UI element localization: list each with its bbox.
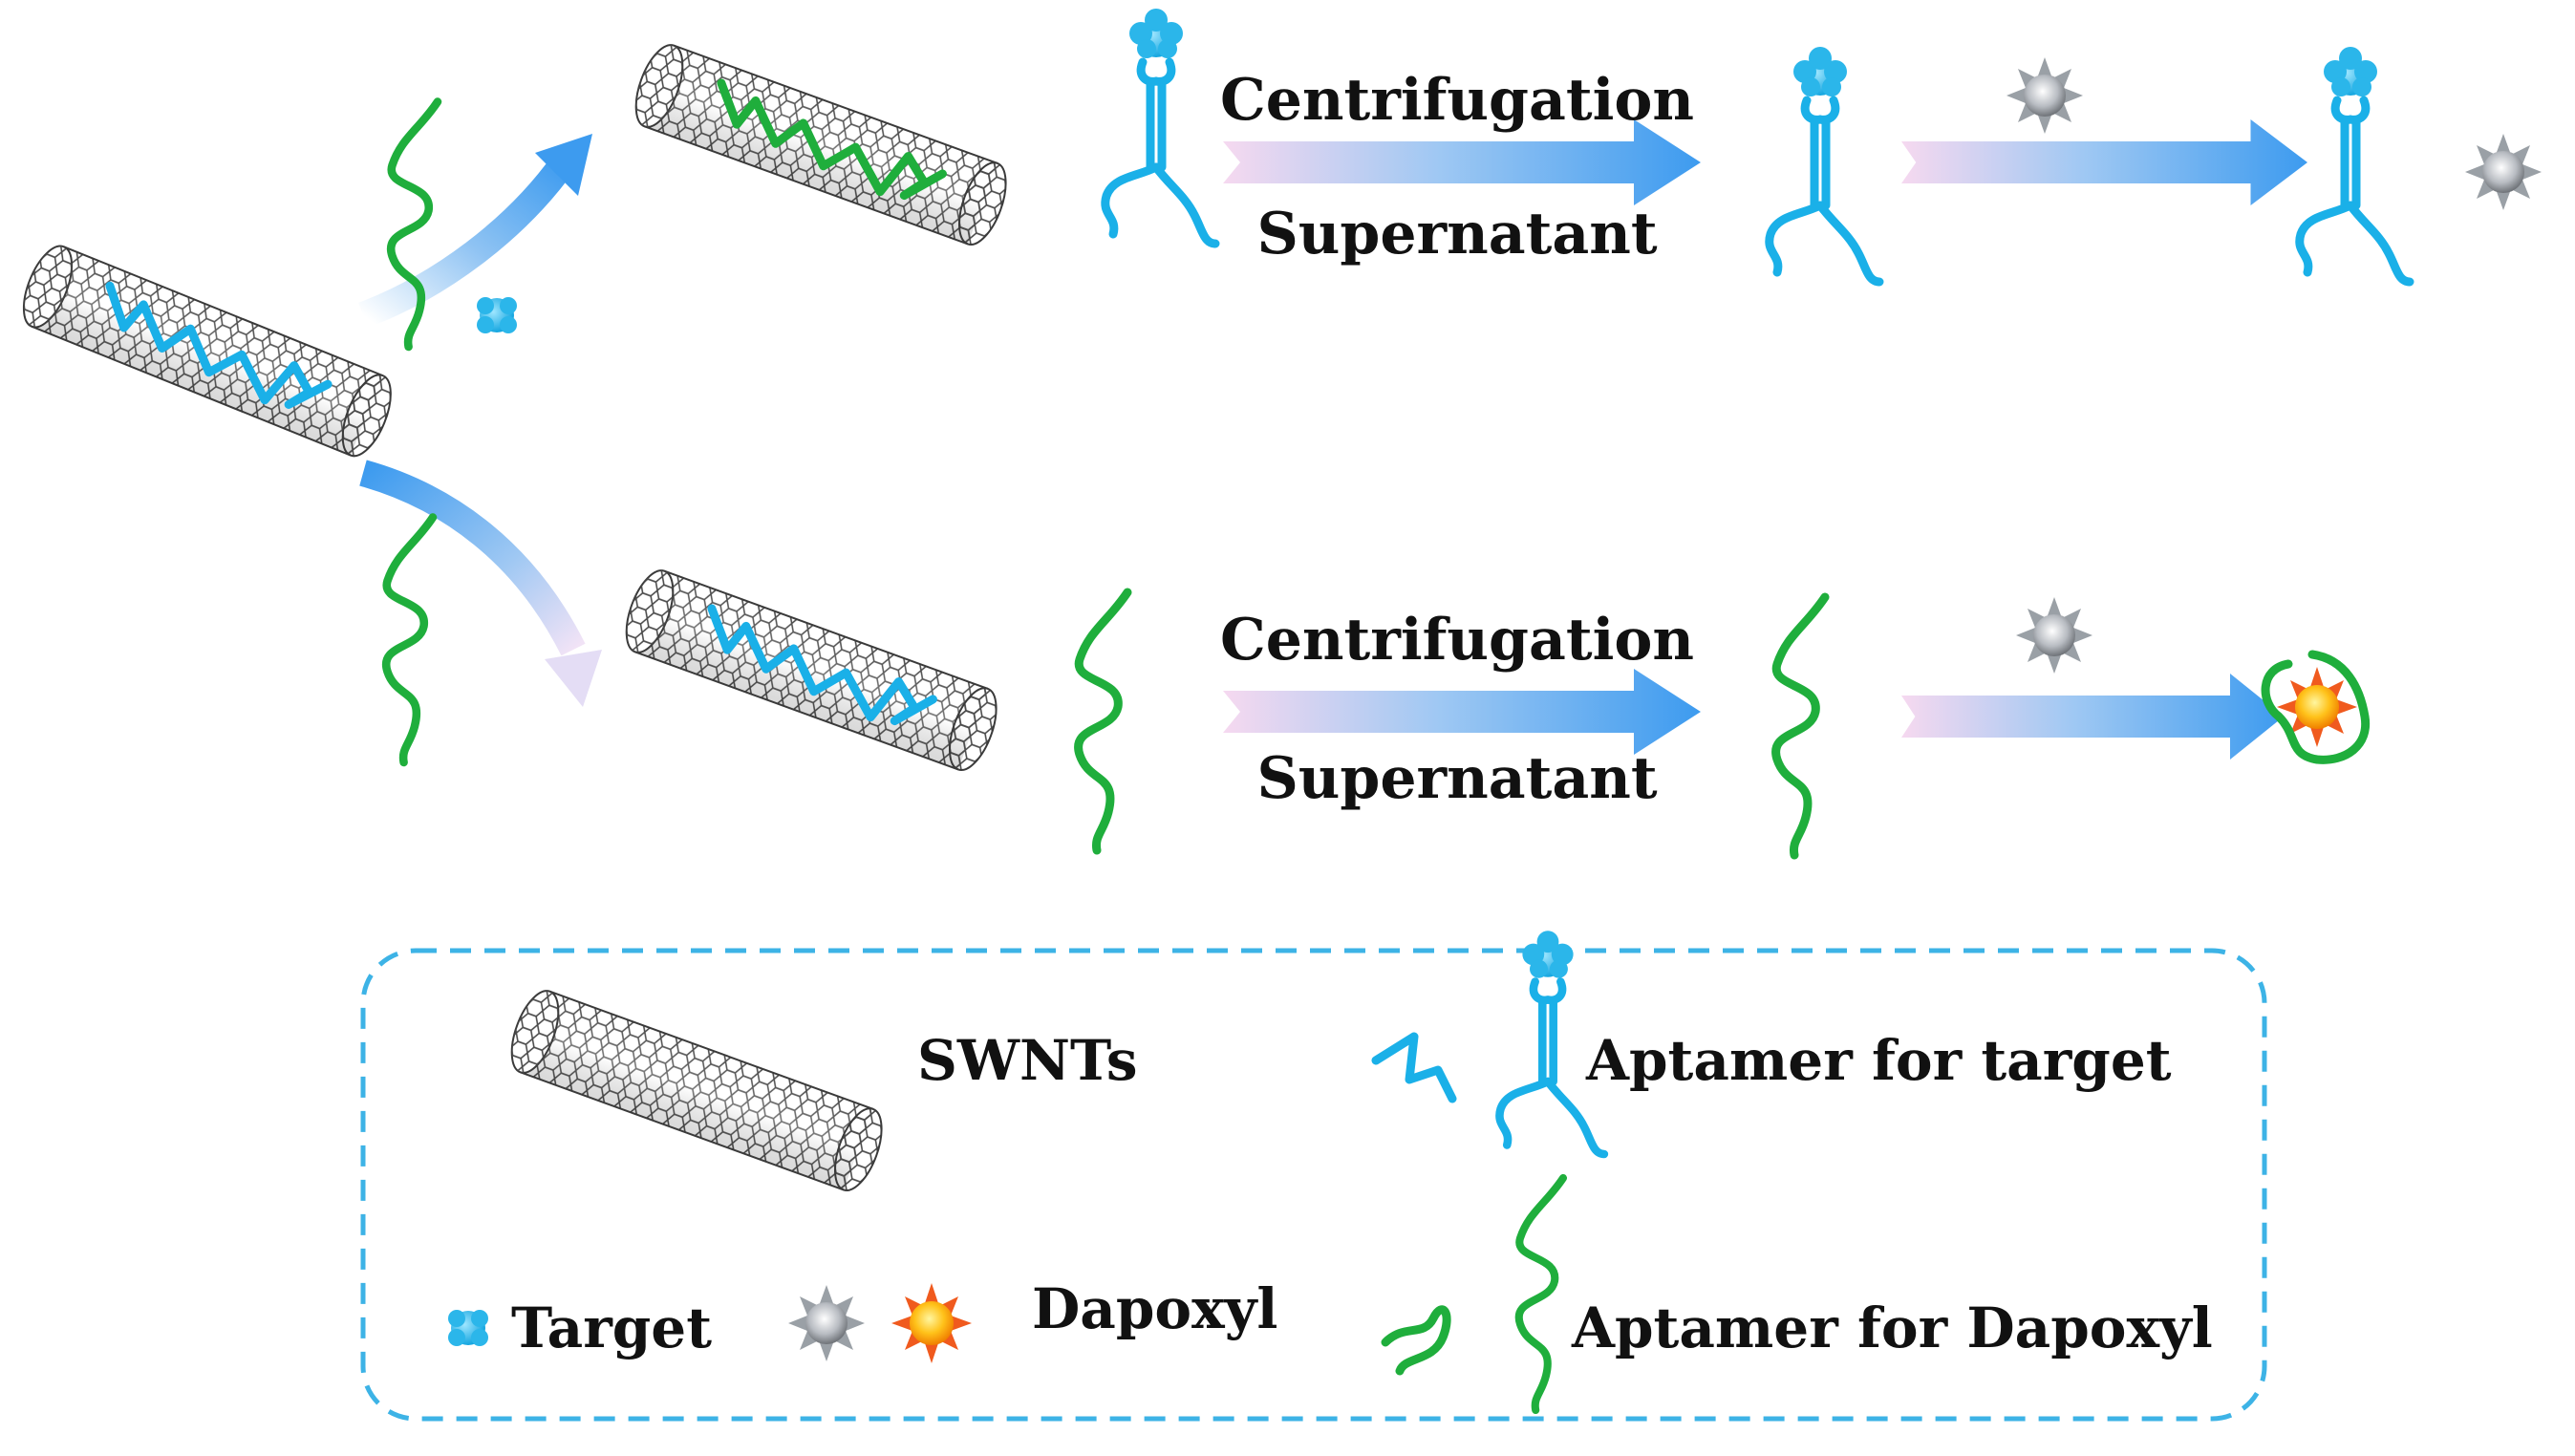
curved-arrow-up [358, 134, 592, 329]
top-silver-dapoxyl-over-arrow [2006, 57, 2083, 134]
green-aptamer-added-bottom [386, 518, 433, 763]
top-arrow-2 [1901, 119, 2307, 205]
legend-aptamer-target-label: Aptamer for target [1585, 1028, 2172, 1093]
bottom-arrow-1 [1223, 669, 1701, 755]
bottom-bound-dapoxyl-complex [2261, 650, 2371, 764]
legend-aptamer-dapoxyl-label: Aptamer for Dapoxyl [1571, 1295, 2213, 1360]
legend-orange-dapoxyl-icon [891, 1283, 972, 1363]
bottom-green-aptamer-1 [1079, 592, 1127, 850]
top-centrifugation-label: Centrifugation [1220, 67, 1694, 134]
legend-target-label: Target [511, 1295, 712, 1360]
top-swnt-with-dapoxyl-aptamer [625, 37, 1017, 252]
target-added-icon [477, 297, 517, 333]
curved-arrow-down [359, 460, 602, 707]
bottom-green-aptamer-2 [1776, 597, 1825, 855]
top-complex-3 [2300, 47, 2410, 282]
top-supernatant-label: Supernatant [1256, 201, 1657, 268]
bottom-silver-dapoxyl-over-arrow [2016, 597, 2092, 674]
bottom-swnt-with-target-aptamer [615, 563, 1007, 778]
legend-swnts-label: SWNTs [917, 1028, 1138, 1093]
legend-swnt-icon [501, 983, 892, 1198]
top-silver-dapoxyl-free [2465, 134, 2542, 210]
legend-dapoxyl-label: Dapoxyl [1032, 1276, 1277, 1341]
bottom-supernatant-label: Supernatant [1256, 745, 1657, 812]
top-complex-2 [1770, 47, 1879, 282]
bottom-centrifugation-label: Centrifugation [1220, 607, 1694, 674]
legend-target-icon [448, 1310, 488, 1346]
initial-swnt-with-target-aptamer [12, 238, 402, 464]
legend-silver-dapoxyl-icon [788, 1285, 865, 1361]
legend-box [360, 948, 2267, 1422]
legend-green-aptamer-icon [1519, 1178, 1563, 1410]
bottom-arrow-2 [1901, 674, 2284, 760]
top-complex-1 [1105, 9, 1215, 244]
legend-cyan-aptamer-small-icon [1371, 1032, 1457, 1103]
legend-green-aptamer-small-icon [1381, 1305, 1451, 1376]
